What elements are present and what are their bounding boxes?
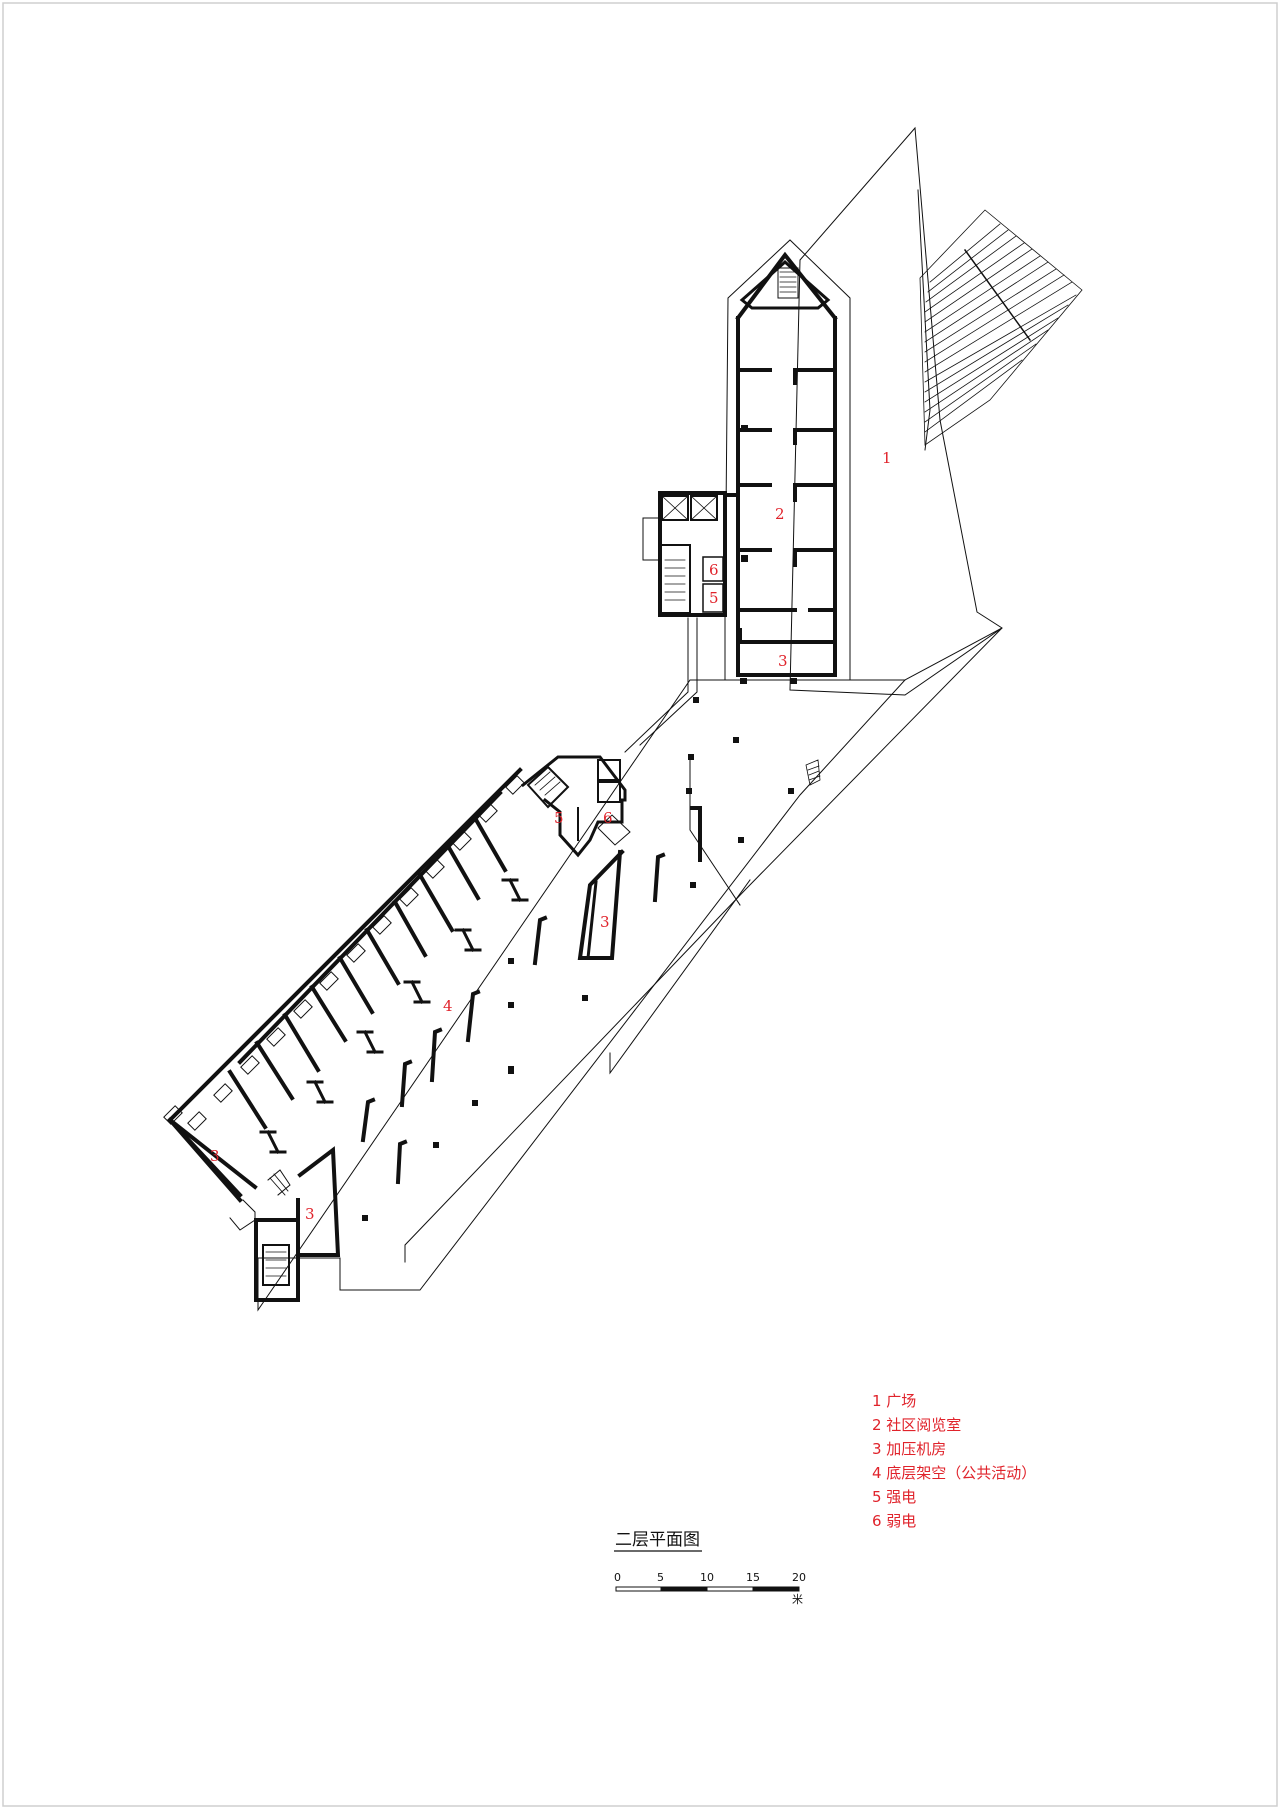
legend: 1 广场 2 社区阅览室 3 加压机房 4 底层架空（公共活动） 5 强电 6 … [872, 1392, 1036, 1530]
legend-item: 3 加压机房 [872, 1440, 946, 1458]
label-pump-room-southwest: 3 [210, 1147, 220, 1165]
label-weak-power-north: 6 [709, 561, 719, 579]
south-edge-line-2 [404, 627, 1003, 1263]
plaza-outline [789, 126, 1003, 696]
label-pump-room-south: 3 [305, 1205, 315, 1223]
plaza-inner-line [917, 189, 931, 451]
drawing-title: 二层平面图 [614, 1530, 702, 1552]
southwest-wing-walls [167, 767, 523, 1198]
scale-segment [752, 1586, 800, 1592]
scale-tick-label: 10 [700, 1571, 714, 1584]
label-strong-power-mid: 5 [554, 809, 564, 827]
south-edge-line [609, 879, 751, 1075]
open-area-partitions [360, 806, 702, 1185]
label-pump-room-mid: 3 [600, 913, 610, 931]
label-strong-power-north: 5 [709, 589, 719, 607]
label-pump-room-north: 3 [778, 652, 788, 670]
legend-item: 6 弱电 [872, 1512, 916, 1530]
interior-columns [259, 877, 529, 1155]
ramp-diagonal [689, 759, 741, 906]
north-core [642, 491, 740, 617]
plaza-steps [919, 209, 1083, 446]
legend-item: 1 广场 [872, 1392, 916, 1410]
scale-tick-label: 5 [657, 1571, 664, 1584]
scale-unit: 米 [792, 1593, 803, 1606]
label-weak-power-mid: 6 [603, 809, 613, 827]
mid-core [520, 755, 631, 858]
balconies [163, 775, 525, 1131]
north-wing-envelope [724, 239, 851, 681]
connector-corridor [624, 617, 689, 753]
scale-tick-label: 20 [792, 1571, 806, 1584]
room-labels: 1 2 6 5 3 5 6 3 4 3 3 [210, 449, 892, 1223]
connector-corridor-2 [639, 617, 698, 746]
legend-item: 4 底层架空（公共活动） [872, 1464, 1036, 1482]
legend-item: 2 社区阅览室 [872, 1416, 961, 1434]
southwest-core [167, 1117, 341, 1302]
pump-room-mid-walls [577, 849, 625, 960]
floor-plan [163, 126, 1083, 1312]
legend-item: 5 强电 [872, 1488, 916, 1506]
scale-tick-label: 15 [746, 1571, 760, 1584]
drawing-title-text: 二层平面图 [615, 1530, 700, 1550]
scale-segment [615, 1586, 662, 1592]
label-reading-room: 2 [775, 505, 785, 523]
label-open-ground: 4 [443, 997, 453, 1015]
pump-room-mid-inner [586, 880, 598, 960]
scale-tick-label: 0 [614, 1571, 621, 1584]
north-stair-core [739, 259, 831, 310]
plaza-stair-symbol [805, 759, 821, 786]
square-columns [362, 697, 794, 1221]
north-wing-columns [740, 425, 797, 684]
label-plaza: 1 [882, 449, 892, 467]
scale-bar: 0 5 10 15 20 米 [614, 1571, 806, 1606]
scale-segment [660, 1586, 708, 1592]
scale-segment [706, 1586, 754, 1592]
north-wing-walls [735, 251, 838, 677]
